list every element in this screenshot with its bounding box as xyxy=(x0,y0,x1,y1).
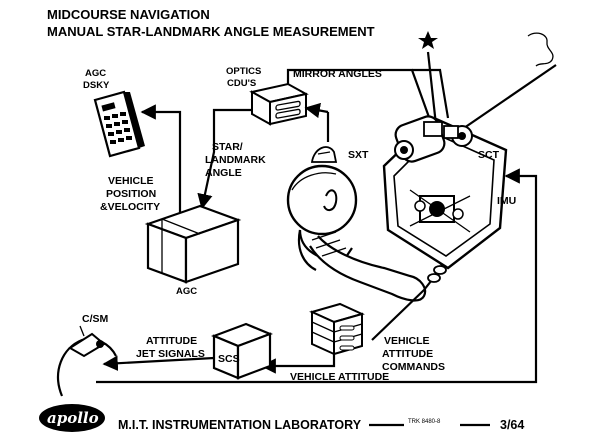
label-star: STAR/ xyxy=(212,141,243,153)
label-vehicle-attitude: VEHICLE ATTITUDE xyxy=(290,371,389,383)
logo-text: apollo xyxy=(47,409,99,427)
star-icon xyxy=(418,31,438,49)
mirror-angles-line xyxy=(286,68,432,121)
commands-to-scs-arrow xyxy=(260,354,336,374)
optics-cdu-box xyxy=(249,82,309,126)
footer-lab-name: M.I.T. INSTRUMENTATION LABORATORY xyxy=(118,418,362,432)
label-cdus: CDU'S xyxy=(227,78,256,89)
apollo-logo: apollo xyxy=(39,404,105,432)
label-dsky: DSKY xyxy=(83,80,110,91)
label-agc: AGC xyxy=(85,68,106,79)
mirror-angles-line-2 xyxy=(412,68,450,119)
title-line-1: MIDCOURSE NAVIGATION xyxy=(47,7,210,22)
star-sightline xyxy=(426,51,438,126)
footer-page-number: 3/64 xyxy=(500,418,524,432)
title-line-2: MANUAL STAR-LANDMARK ANGLE MEASUREMENT xyxy=(47,24,375,39)
star-landmark-angle-line xyxy=(197,108,252,210)
vehicle-attitude-loop xyxy=(96,168,538,384)
label-vehicle-commands: VEHICLE xyxy=(384,335,430,347)
dsky-icon xyxy=(93,90,145,158)
controller-to-commands-line xyxy=(371,289,425,341)
navigation-base-unit xyxy=(382,115,508,270)
csm-spacecraft-icon xyxy=(57,325,117,397)
jet-signals-arrow xyxy=(102,355,215,371)
label-attitude: ATTITUDE xyxy=(146,335,197,347)
landmark-coastline-icon xyxy=(527,32,554,67)
astronaut-figure xyxy=(286,164,427,302)
label-velocity: &VELOCITY xyxy=(100,201,160,213)
label-commands: COMMANDS xyxy=(382,361,445,373)
label-sxt: SXT xyxy=(348,149,369,161)
agc-computer-box xyxy=(144,204,242,284)
label-position: POSITION xyxy=(106,188,156,200)
label-jet-signals: JET SIGNALS xyxy=(136,348,205,360)
footer-drawing-number: TRK 8480-8 xyxy=(408,419,441,425)
label-angle: ANGLE xyxy=(205,167,242,179)
label-vehicle: VEHICLE xyxy=(108,175,154,187)
label-optics: OPTICS xyxy=(226,66,261,77)
scs-box xyxy=(211,322,273,380)
label-scs: SCS xyxy=(218,353,240,365)
label-attitude-commands: ATTITUDE xyxy=(382,348,433,360)
landmark-sightline xyxy=(463,64,557,129)
label-csm: C/SM xyxy=(82,313,109,325)
optics-hand-controller-icon xyxy=(310,146,338,163)
label-agc-box: AGC xyxy=(176,286,197,297)
label-imu: IMU xyxy=(497,195,516,207)
handcontroller-to-cdu-arrow xyxy=(304,102,329,119)
label-landmark: LANDMARK xyxy=(205,154,266,166)
label-sct: SCT xyxy=(478,149,500,161)
commands-stack-box xyxy=(309,302,365,356)
agc-to-dsky-line xyxy=(140,104,182,220)
